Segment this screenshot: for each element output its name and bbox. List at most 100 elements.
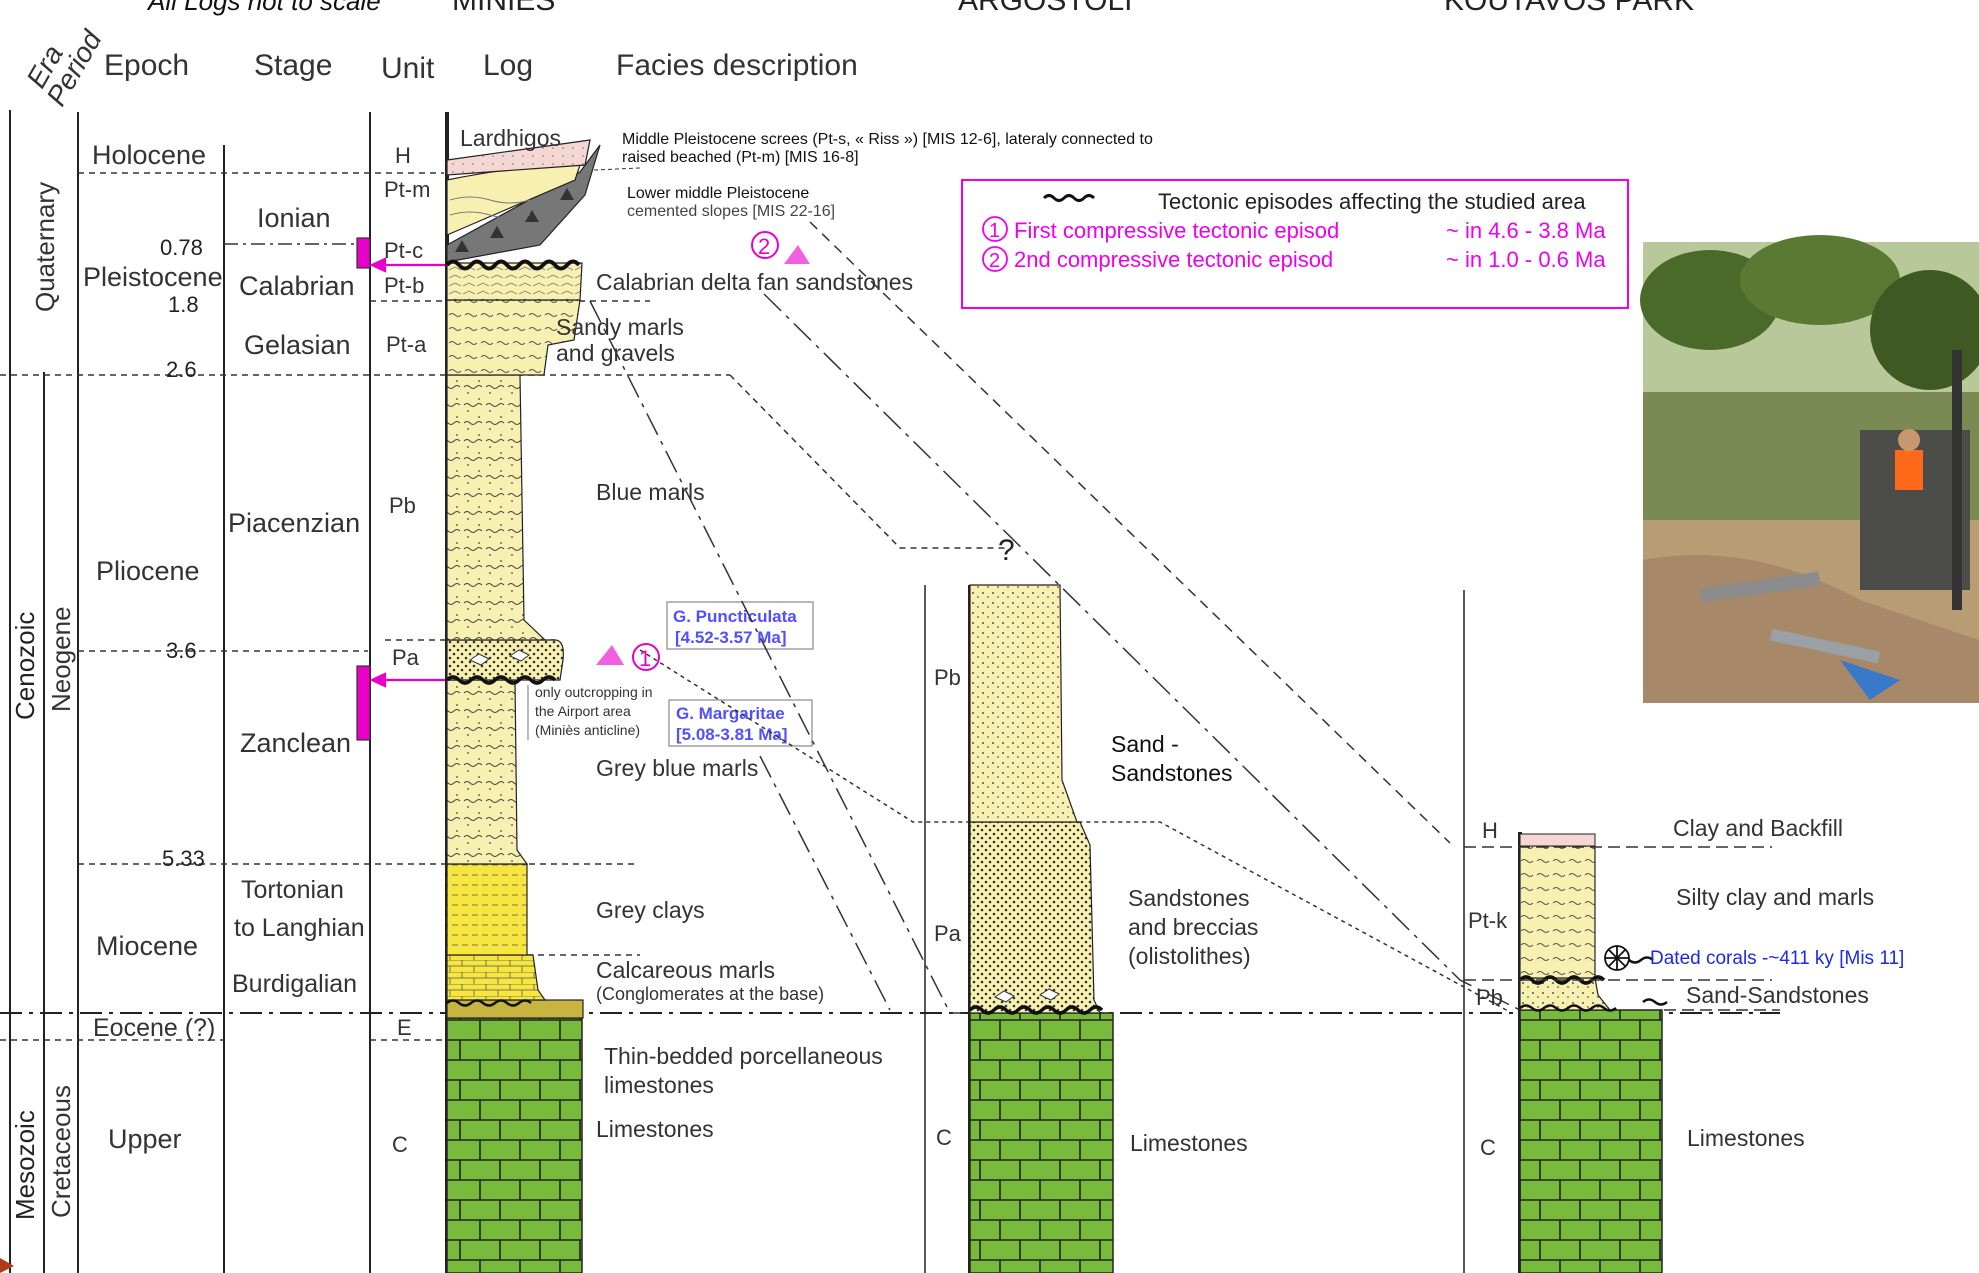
triangle-marker-1 [596, 645, 624, 665]
facies-screes-1: Middle Pleistocene screes (Pt-s, « Riss … [622, 131, 1153, 148]
unit-c: C [392, 1132, 408, 1157]
unit-h: H [395, 143, 411, 168]
triangle-marker-2 [784, 245, 810, 264]
section-argostoli-title: ARGOSTOLI [958, 0, 1133, 17]
header-facies: Facies description [616, 49, 858, 82]
koutavos-unit-ptk: Pt-k [1468, 908, 1508, 933]
stage-ionian: Ionian [257, 203, 331, 233]
range-bar-episode-2 [357, 238, 370, 268]
period-cretaceous: Cretaceous [46, 1085, 76, 1218]
argostoli-unit-pb: Pb [934, 665, 961, 690]
epoch-holocene: Holocene [92, 140, 206, 170]
koutavos-clay: Clay and Backfill [1673, 815, 1843, 841]
fossil-box-margaritae: G. Margaritae [5.08-3.81 Ma] [669, 700, 812, 746]
era-cenozoic: Cenozoic [10, 612, 40, 720]
header-log: Log [483, 49, 533, 82]
stage-tortonian-1: Tortonian [241, 876, 344, 904]
question-mark: ? [998, 534, 1015, 567]
koutavos-sand: Sand-Sandstones [1686, 982, 1869, 1008]
facies-calc-2: (Conglomerates at the base) [596, 984, 824, 1004]
facies-thin-2: limestones [604, 1072, 714, 1098]
unit-pt-b: Pt-b [384, 273, 424, 298]
epoch-miocene: Miocene [96, 931, 198, 961]
scale-note: All Logs not to scale [146, 0, 381, 16]
stage-burdigalian: Burdigalian [232, 970, 357, 998]
legend-title: Tectonic episodes affecting the studied … [1158, 189, 1586, 214]
facies-lardhigos: Lardhigos [460, 125, 561, 151]
koutavos-silty: Silty clay and marls [1676, 884, 1874, 910]
legend-ep2-age: ~ in 1.0 - 0.6 Ma [1446, 247, 1606, 272]
unit-pt-a: Pt-a [386, 332, 427, 357]
unit-e: E [397, 1015, 412, 1040]
range-bar-episode-1 [357, 666, 370, 740]
facies-lower-1: Lower middle Pleistocene [627, 185, 809, 202]
fossil-puncticulata-name: G. Puncticulata [673, 607, 797, 626]
facies-grey-clays: Grey clays [596, 897, 705, 923]
facies-lower-2: cemented slopes [MIS 22-16] [627, 203, 835, 220]
koutavos-unit-c: C [1480, 1135, 1496, 1160]
argostoli-limestones: Limestones [1130, 1130, 1248, 1156]
epoch-eocene: Eocene (?) [93, 1014, 215, 1042]
facies-screes-2: raised beached (Pt-m) [MIS 16-8] [622, 149, 859, 166]
fossil-margaritae-age: [5.08-3.81 Ma] [676, 725, 788, 744]
argostoli-sand-2: Sandstones [1111, 760, 1232, 786]
header-unit: Unit [381, 52, 435, 85]
facies-calabrian-delta: Calabrian delta fan sandstones [596, 269, 913, 295]
fossil-puncticulata-age: [4.52-3.57 Ma] [675, 628, 787, 647]
stage-piacenzian: Piacenzian [228, 508, 360, 538]
stage-zanclean: Zanclean [240, 728, 351, 758]
section-minies-title: MINIES [452, 0, 555, 17]
age-5-33: 5.33 [162, 846, 205, 871]
period-neogene: Neogene [46, 606, 76, 712]
koutavos-unit-pb: Pb [1476, 985, 1503, 1010]
koutavos-unit-h: H [1482, 818, 1498, 843]
unit-pa: Pa [392, 645, 420, 670]
age-3-6: 3.6 [166, 638, 197, 663]
koutavos-limestones: Limestones [1687, 1125, 1805, 1151]
legend-ep1: First compressive tectonic episod [1014, 218, 1339, 243]
epoch-pliocene: Pliocene [96, 556, 200, 586]
era-quaternary: Quaternary [30, 182, 60, 312]
stage-gelasian: Gelasian [244, 330, 351, 360]
argostoli-sb-3: (olistolithes) [1128, 943, 1251, 969]
facies-outcrop-2: the Airport area [535, 703, 631, 719]
era-mesozoic: Mesozoic [10, 1110, 40, 1220]
argostoli-sb-2: and breccias [1128, 914, 1258, 940]
episode-marker-2: 2 [758, 234, 770, 259]
drilling-site-photo [1640, 235, 1979, 703]
argostoli-sand-1: Sand - [1111, 731, 1179, 757]
argostoli-unit-c: C [936, 1125, 952, 1150]
legend-ep1-num: 1 [989, 220, 1000, 242]
age-2-6: 2.6 [166, 357, 197, 382]
legend-ep2-num: 2 [989, 250, 1000, 272]
facies-limestones: Limestones [596, 1116, 714, 1142]
tectonic-legend: Tectonic episodes affecting the studied … [962, 180, 1628, 308]
legend-ep1-age: ~ in 4.6 - 3.8 Ma [1446, 218, 1606, 243]
screes-leader [594, 168, 640, 170]
legend-ep2: 2nd compressive tectonic episod [1014, 247, 1333, 272]
facies-thin-1: Thin-bedded porcellaneous [604, 1043, 883, 1069]
age-1-8: 1.8 [168, 292, 199, 317]
epoch-pleistocene: Pleistocene [83, 262, 223, 292]
corner-arrow-icon [0, 1258, 14, 1273]
stage-tortonian-2: to Langhian [234, 914, 365, 942]
section-koutavos-title: KOUTAVOS PARK [1444, 0, 1694, 17]
header-stage: Stage [254, 49, 332, 82]
fossil-box-puncticulata: G. Puncticulata [4.52-3.57 Ma] [667, 602, 813, 649]
facies-calc-1: Calcareous marls [596, 957, 775, 983]
koutavos-corals: Dated corals -~411 ky [Mis 11] [1650, 948, 1904, 969]
unit-pt-c: Pt-c [384, 238, 423, 263]
header-epoch: Epoch [104, 49, 189, 82]
argostoli-unit-pa: Pa [934, 921, 962, 946]
facies-outcrop-1: only outcropping in [535, 684, 653, 700]
argostoli-sb-1: Sandstones [1128, 885, 1249, 911]
unit-pt-m: Pt-m [384, 177, 430, 202]
facies-grey-blue: Grey blue marls [596, 755, 758, 781]
episode-arrows [372, 259, 445, 686]
facies-outcrop-3: (Miniès anticline) [535, 722, 640, 738]
facies-sandy-1: Sandy marls [556, 314, 684, 340]
coral-icon [1605, 946, 1629, 970]
facies-blue-marls: Blue marls [596, 479, 705, 505]
stage-calabrian: Calabrian [239, 271, 355, 301]
